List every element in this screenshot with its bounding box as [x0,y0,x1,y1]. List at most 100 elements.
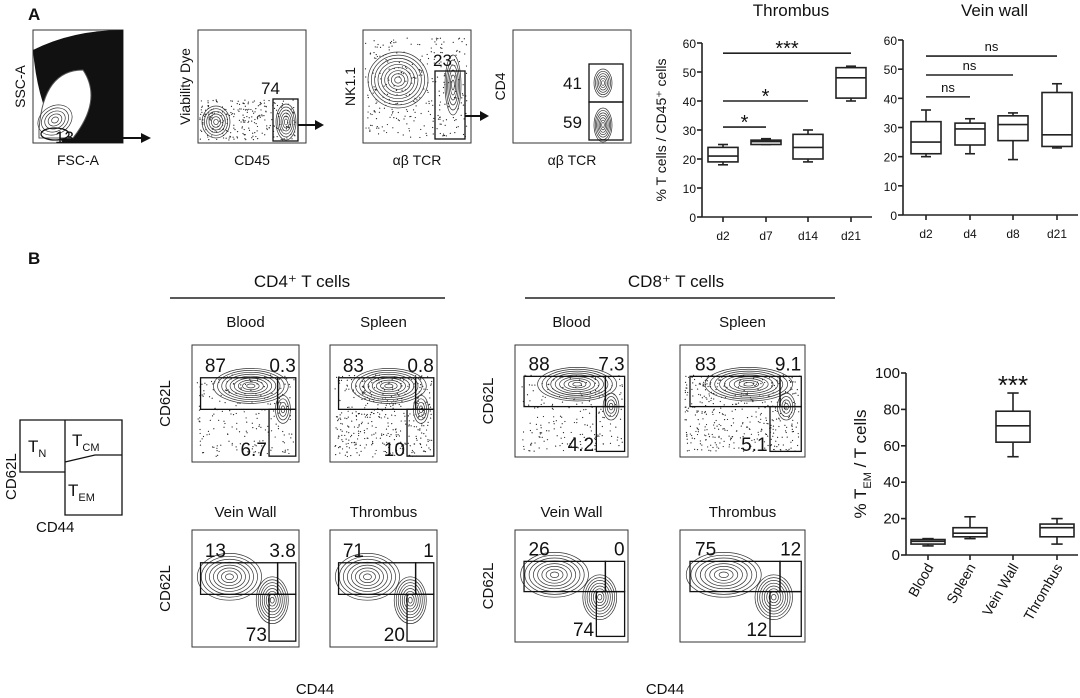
event-dot [355,419,358,421]
event-dot [236,131,239,133]
event-dot [778,382,780,385]
event-dot [767,444,769,447]
event-dot [282,100,285,102]
event-dot [346,417,348,420]
event-dot [708,435,711,438]
event-dot [211,446,214,448]
event-dot [598,396,600,398]
event-dot [708,400,710,403]
event-dot [230,132,232,134]
event-dot [539,433,541,435]
event-dot [548,422,550,424]
event-dot [388,68,390,70]
event-dot [369,391,371,393]
event-dot [364,397,366,400]
event-dot [384,416,386,418]
event-dot [350,434,353,437]
y-axis-label: CD62L [157,380,174,427]
y-tick-label: 80 [883,401,900,418]
event-dot [364,416,366,418]
event-dot [773,445,776,447]
central-memory-percentage: 1 [423,541,434,562]
contour-line [217,370,285,402]
contour-line [601,122,605,128]
event-dot [716,425,718,427]
event-dot [620,438,622,440]
event-dot [761,429,763,431]
event-dot [699,443,701,445]
event-dot [266,128,268,131]
contour-line [593,107,613,143]
event-dot [372,442,374,445]
event-dot [206,434,208,436]
event-dot [419,429,421,431]
event-dot [266,127,268,129]
event-dot [225,130,228,132]
event-dot [244,105,246,107]
event-dot [706,380,708,382]
event-dot [439,132,441,135]
x-tick-label: d8 [1006,227,1020,241]
event-dot [584,448,587,450]
event-dot [603,417,605,419]
event-dot [386,123,388,126]
event-dot [231,444,233,446]
event-dot [393,117,395,119]
event-dot [246,421,248,423]
event-dot [592,423,594,425]
event-dot [240,384,242,386]
event-dot [348,406,350,408]
event-dot [412,76,415,78]
event-dot [723,428,725,430]
event-dot [394,414,396,417]
event-dot [379,46,382,49]
event-dot [412,451,414,453]
event-dot [200,100,202,102]
event-dot [442,86,445,89]
event-dot [201,106,203,108]
event-dot [342,440,344,443]
event-dot [684,391,686,394]
gate [272,98,299,142]
event-dot [242,114,244,116]
event-dot [390,405,392,407]
significance-label: ns [941,80,955,95]
event-dot [413,452,416,454]
contour-line [394,76,402,84]
event-dot [784,430,787,432]
event-dot [218,419,220,421]
event-dot [588,400,591,402]
event-dot [196,382,198,384]
event-dot [410,425,412,427]
event-dot [701,449,703,451]
event-dot [233,116,235,118]
event-dot [211,397,213,399]
event-dot [413,426,415,428]
event-dot [599,420,601,423]
event-dot [369,52,372,54]
event-dot [254,118,256,121]
contour-line [704,367,793,402]
event-dot [404,420,406,422]
contour-line [277,106,295,138]
event-dot [755,416,757,418]
y-tick-label: 40 [883,474,900,491]
event-dot [712,413,714,416]
event-dot [425,102,427,104]
event-dot [200,129,202,131]
event-dot [795,392,797,394]
event-dot [424,451,427,453]
event-dot [337,420,339,422]
contour-line [335,553,400,601]
event-dot [358,413,360,415]
event-dot [224,389,227,391]
event-dot [529,400,531,402]
event-dot [447,106,450,108]
event-dot [370,124,372,126]
event-dot [559,445,561,447]
event-dot [377,404,379,406]
event-dot [365,76,367,78]
event-dot [420,446,423,448]
x-axis-label: FSC-A [57,152,100,168]
central-memory-percentage: 9.1 [775,354,801,375]
